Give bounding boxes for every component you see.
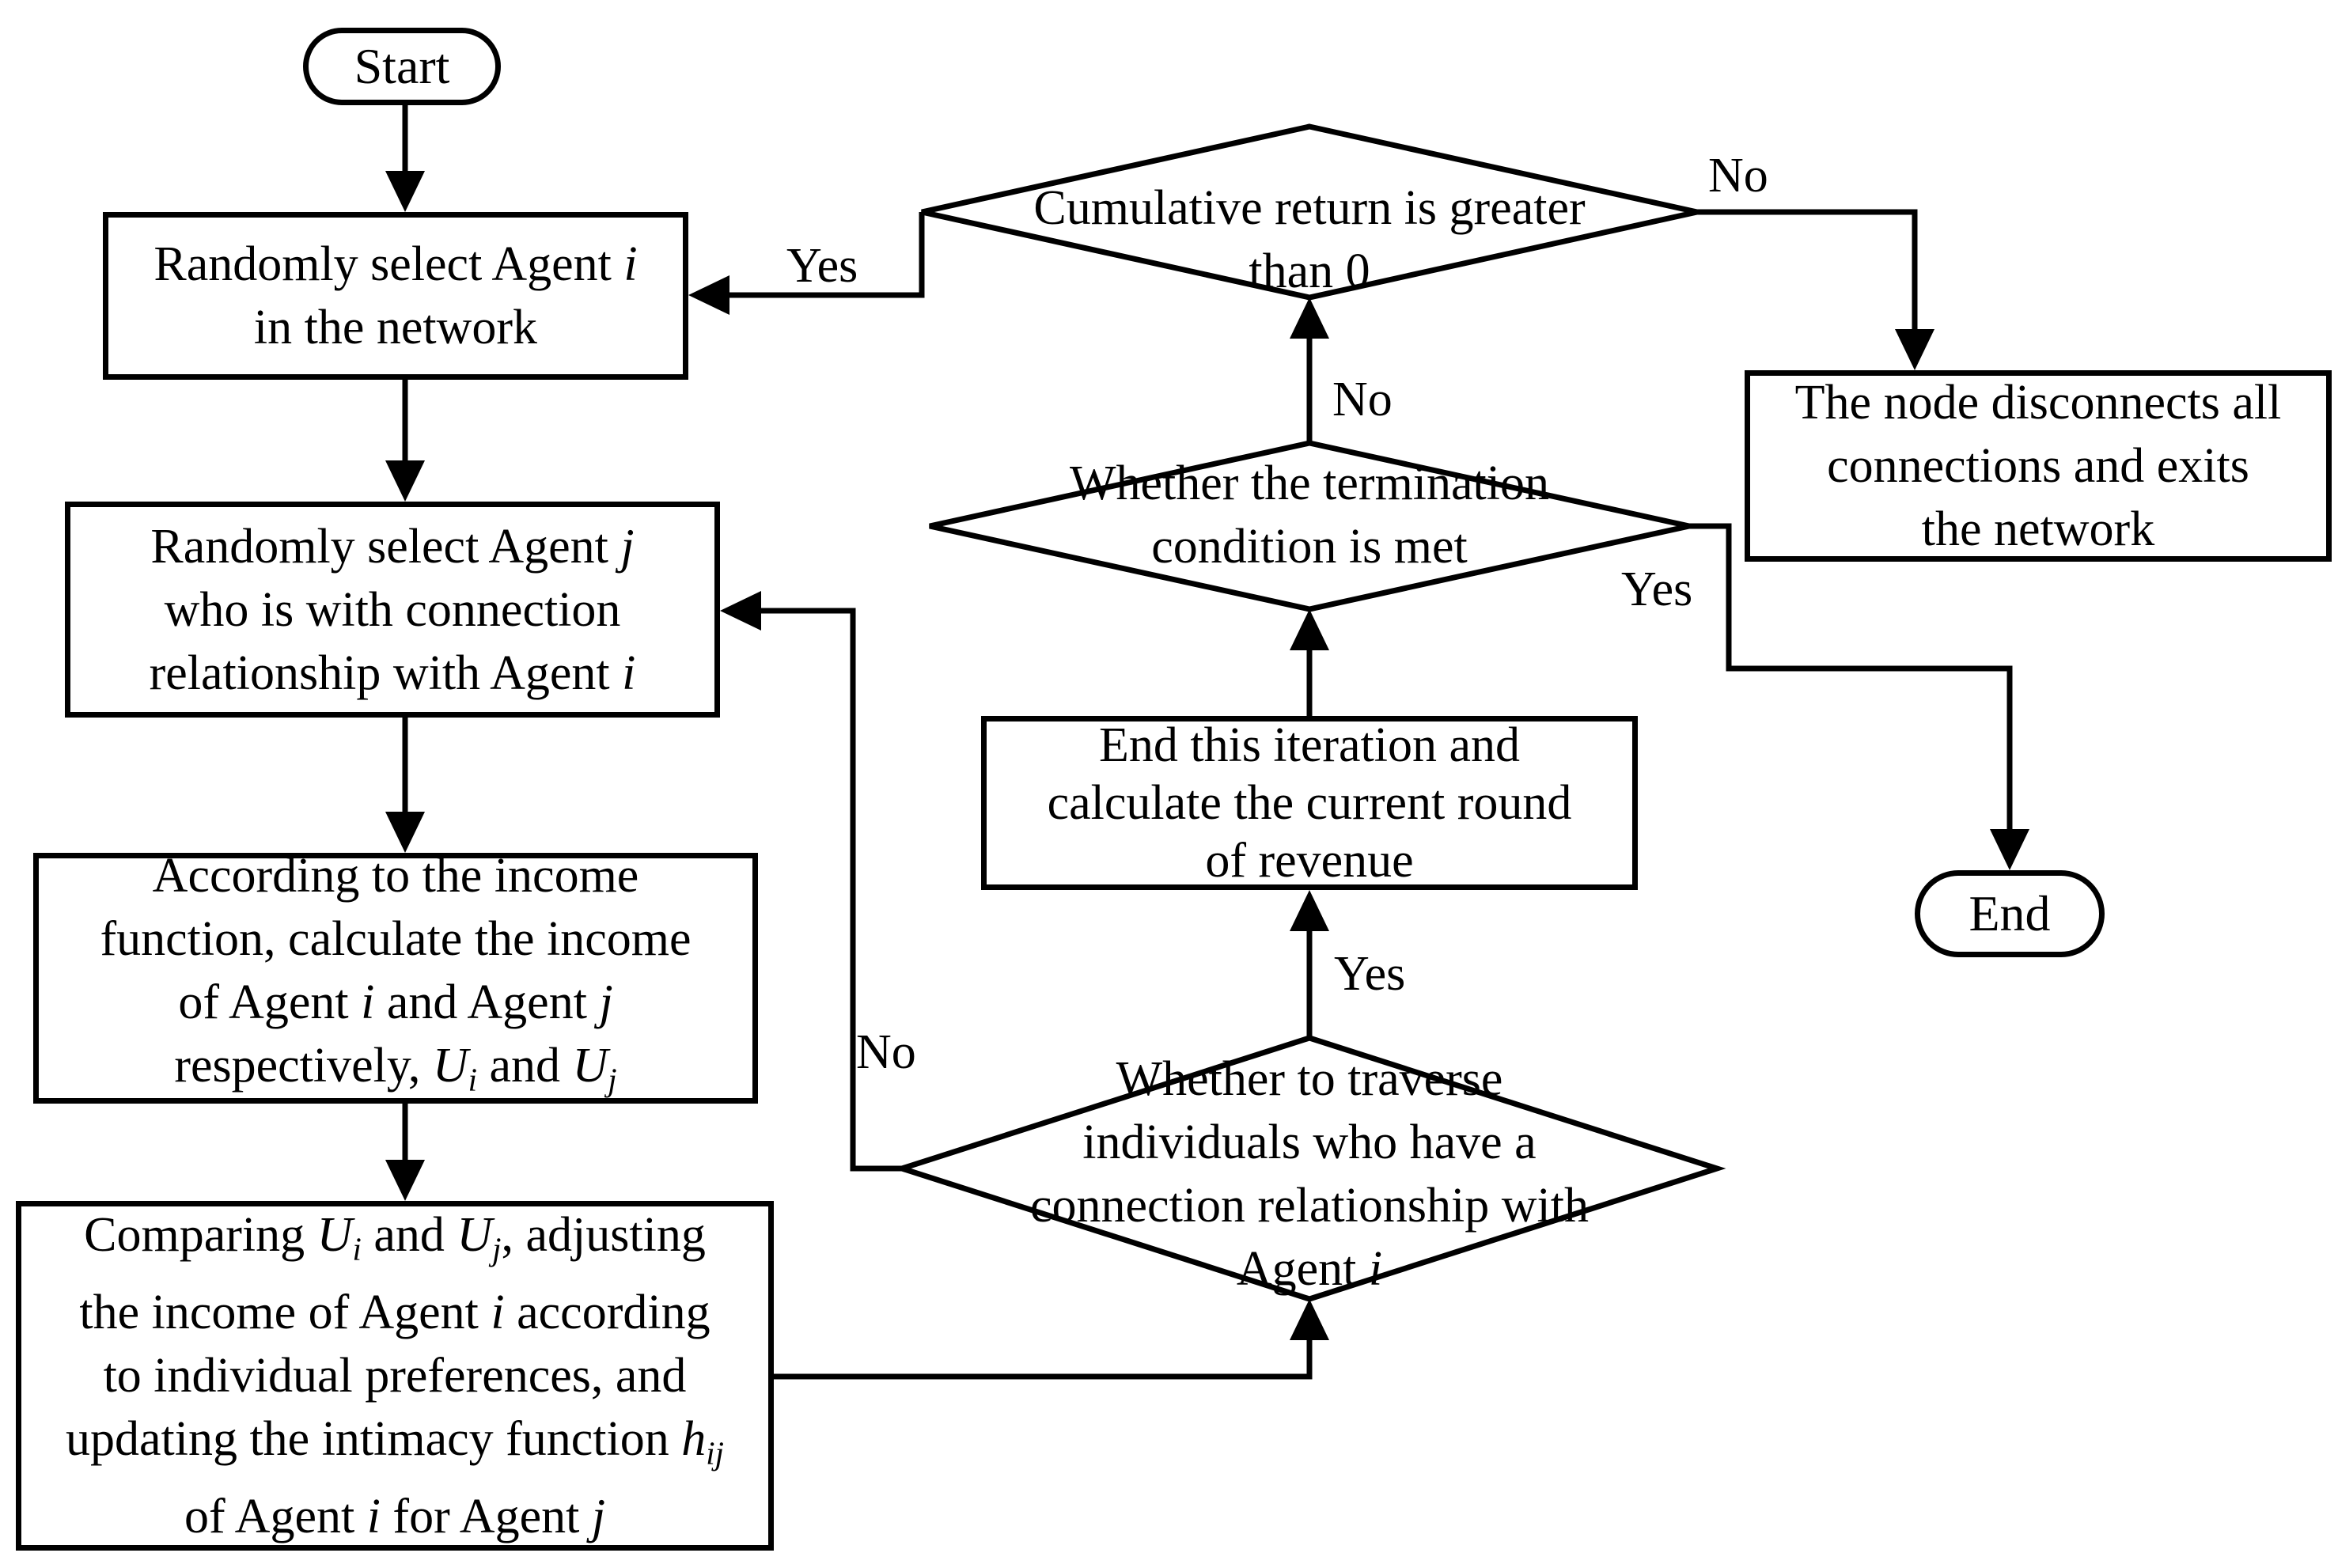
text-line: Agent i	[1236, 1242, 1383, 1296]
decision-traverse-individuals-text: Whether to traverse individuals who have …	[902, 1047, 1717, 1301]
text-line: condition is met	[1151, 520, 1468, 574]
text-line: of Agent i and Agent j	[178, 975, 613, 1030]
arrowhead-into-select-j-top	[385, 460, 425, 502]
text-line: to individual preferences, and	[103, 1349, 687, 1403]
process-select-agent-i: Randomly select Agent i in the network	[103, 212, 688, 380]
text-line: Cumulative return is greater	[1033, 181, 1586, 235]
text-line: Whether the termination	[1070, 456, 1549, 510]
label-traverse-no: No	[856, 1025, 916, 1079]
text-line: the income of Agent i according	[79, 1286, 710, 1339]
arrowhead-into-end-iteration-bottom	[1290, 890, 1329, 931]
arrowhead-into-compare	[385, 1160, 425, 1201]
label-traverse-yes: Yes	[1334, 947, 1406, 1001]
arrowhead-into-select-i-top	[385, 171, 425, 212]
text-line: updating the intimacy function hij	[65, 1412, 724, 1471]
text-line: than 0	[1249, 244, 1370, 298]
text-line: End this iteration and	[1098, 718, 1521, 772]
text-line: function, calculate the income	[100, 912, 692, 967]
text-line: The node disconnects all	[1794, 376, 2282, 430]
text-line: Comparing Ui and Uj, adjusting	[84, 1207, 706, 1267]
text-line: of Agent i for Agent j	[184, 1490, 606, 1544]
arrowhead-into-select-j-right	[720, 591, 761, 631]
text-line: of revenue	[1205, 833, 1414, 888]
decision-termination-condition-text: Whether the termination condition is met	[930, 456, 1689, 574]
text-line: relationship with Agent i	[149, 646, 636, 700]
text-line: Whether to traverse	[1116, 1052, 1503, 1106]
text-line: According to the income	[152, 849, 639, 903]
text-line: who is with connection	[164, 582, 621, 637]
arrowhead-into-traverse-bottom	[1290, 1299, 1329, 1340]
arrowhead-into-cumulative-bottom	[1290, 297, 1329, 339]
text-line: individuals who have a	[1082, 1115, 1537, 1169]
text-line: Randomly select Agent i	[153, 237, 638, 291]
edge-termination-yes-to-end	[1689, 523, 2013, 850]
arrowhead-into-calc-income	[385, 812, 425, 853]
process-node-disconnects: The node disconnects all connections and …	[1745, 370, 2332, 562]
start-terminal: Start	[303, 28, 501, 105]
edge-cumulative-yes-to-select-i	[712, 212, 925, 298]
text-line: connection relationship with	[1030, 1179, 1589, 1233]
text-line: connections and exits	[1827, 439, 2249, 493]
text-line: Randomly select Agent j	[150, 519, 635, 574]
label-cumulative-yes: Yes	[786, 239, 858, 293]
text-line: the network	[1921, 502, 2155, 556]
arrowhead-into-disconnect-top	[1895, 329, 1934, 370]
process-select-agent-j: Randomly select Agent j who is with conne…	[65, 502, 720, 718]
process-compare-adjust: Comparing Ui and Uj, adjusting the income…	[16, 1201, 774, 1551]
decision-cumulative-return-text: Cumulative return is greater than 0	[922, 180, 1697, 299]
process-calc-income: According to the income function, calcula…	[33, 849, 758, 1104]
arrowhead-into-termination-bottom	[1290, 609, 1329, 650]
text-line: in the network	[253, 301, 538, 354]
edge-traverse-no-to-select-j	[744, 608, 902, 1172]
edge-cumulative-no-to-disconnect	[1697, 209, 1918, 348]
edge-compare-to-traverse	[774, 1323, 1313, 1380]
end-terminal: End	[1915, 870, 2105, 957]
label-cumulative-no: No	[1708, 149, 1768, 203]
end-label: End	[1969, 885, 2051, 941]
label-termination-yes: Yes	[1621, 562, 1693, 616]
arrowhead-into-select-i-right	[688, 275, 729, 315]
text-line: respectively, Ui and Uj	[174, 1039, 617, 1098]
arrowhead-into-end-oval	[1990, 829, 2029, 870]
start-label: Start	[354, 38, 450, 94]
label-termination-no: No	[1332, 373, 1393, 426]
text-line: calculate the current round	[1047, 775, 1572, 830]
